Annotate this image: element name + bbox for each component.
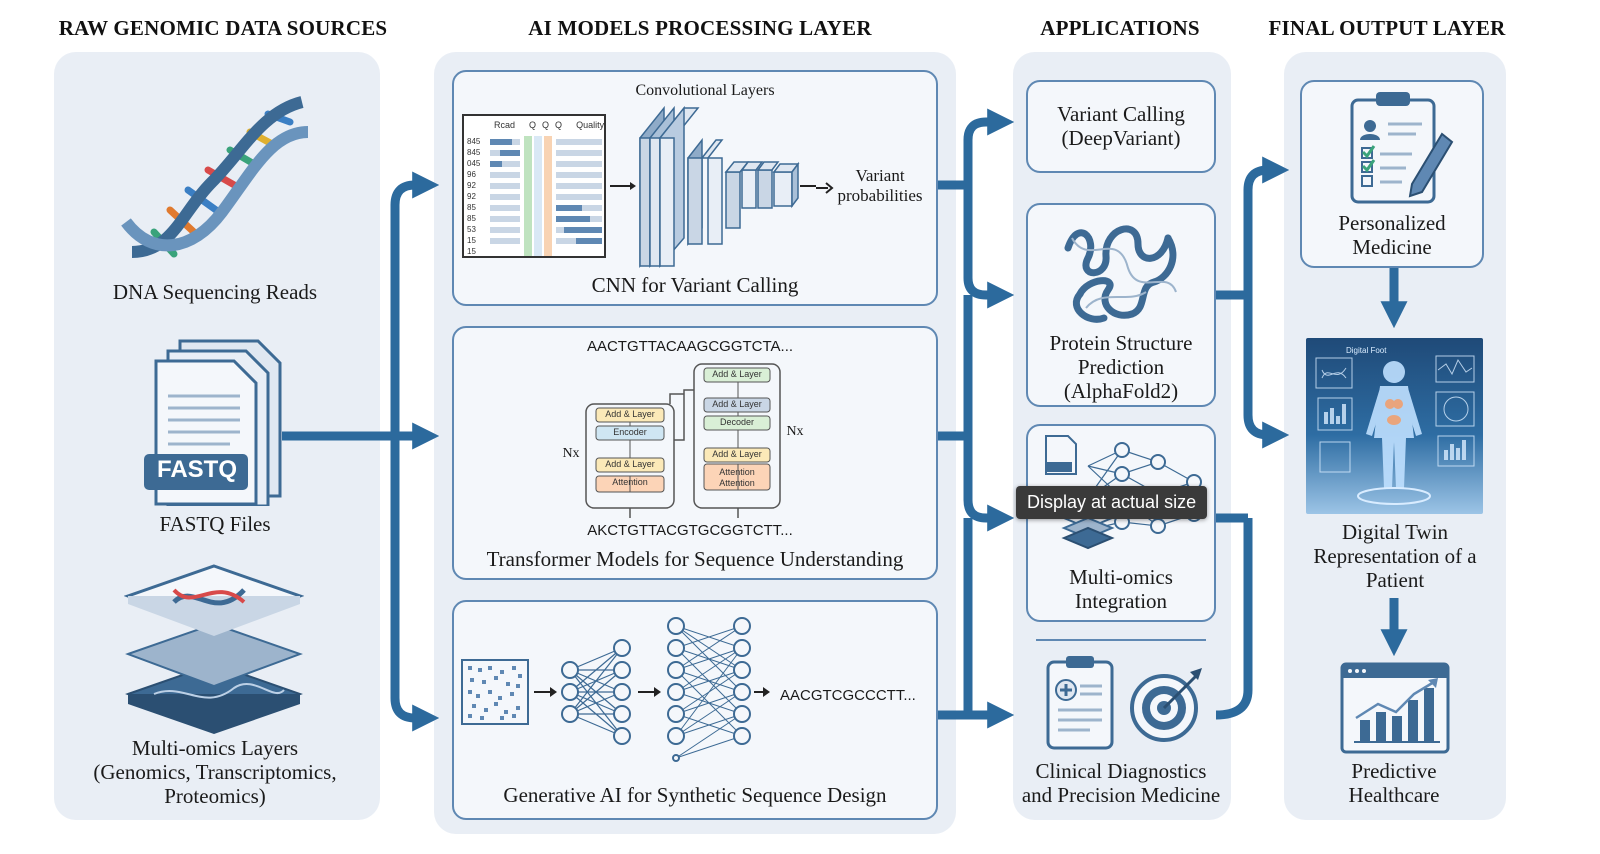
- personalized-medicine-line2: Medicine: [1352, 235, 1432, 259]
- arrow-to-personalized: [1243, 156, 1290, 295]
- predictive-healthcare-line2: Healthcare: [1348, 783, 1440, 807]
- output-sequence: AKCTGTTACGTGCGGTCTT...: [587, 522, 793, 539]
- predictive-chart-icon: [1340, 662, 1450, 754]
- table-header-q1: Q: [529, 120, 537, 130]
- table-row-id: 96: [467, 170, 476, 179]
- dec-attention: Attention Attention: [719, 467, 755, 488]
- generative-title: Generative AI for Synthetic Sequence Des…: [503, 783, 887, 807]
- digital-twin-line1: Digital Twin: [1341, 520, 1449, 544]
- personalized-medicine-line1: Personalized: [1338, 211, 1446, 235]
- protein-structure-box: [1026, 203, 1216, 407]
- decoder-block-labels: Add & Layer Add & Layer Decoder Add & La…: [704, 369, 770, 489]
- dec-decoder: Decoder: [719, 417, 755, 427]
- fastq-badge-label: FASTQ: [156, 456, 237, 483]
- table-header-read: Rcad: [494, 120, 516, 130]
- table-row-id: 92: [467, 181, 476, 190]
- multiomics-label-line2: (Genomics, Transcriptomics,: [93, 760, 337, 784]
- target-icon: [1130, 668, 1202, 742]
- protein-structure-line1: Protein Structure: [1049, 331, 1193, 355]
- enc-add-layer-top: Add & Layer: [605, 409, 655, 419]
- variant-probabilities-line2: probabilities: [837, 186, 923, 205]
- convolutional-layers-icon: [610, 105, 816, 268]
- generative-box: [452, 600, 938, 820]
- arrow-to-digital-twin: [1243, 295, 1290, 449]
- encoder-block-labels: Add & Layer Encoder Add & Layer Attentio…: [596, 409, 664, 487]
- fastq-files-icon: [144, 339, 282, 506]
- arrow-to-generative: [390, 436, 440, 732]
- dec-add-layer-1: Add & Layer: [712, 369, 762, 379]
- arrow-clinical-out: [1215, 518, 1253, 720]
- clinical-clipboard-icon: [1046, 656, 1114, 750]
- table-row-id: 845: [467, 148, 481, 157]
- table-row-id: 15: [467, 236, 476, 245]
- deep-network-icon: [667, 617, 770, 762]
- arrow-to-cnn: [390, 171, 440, 436]
- dec-add-layer-3: Add & Layer: [712, 449, 762, 459]
- variant-calling-line2: (DeepVariant): [1061, 126, 1181, 150]
- transformer-architecture-icon: [585, 363, 781, 518]
- digital-twin-line2: Representation of a: [1313, 544, 1477, 568]
- protein-structure-line2: Prediction: [1077, 355, 1165, 379]
- personalized-medicine-clipboard-icon: [1350, 92, 1454, 204]
- clinical-line1: Clinical Diagnostics: [1035, 759, 1207, 783]
- column-title-final: FINAL OUTPUT LAYER: [1268, 16, 1506, 40]
- clinical-line2: and Precision Medicine: [1021, 783, 1221, 807]
- input-sequence: AACTGTTACAAGCGGTCTA...: [586, 338, 794, 355]
- digital-twin-header: Digital Foot: [1346, 346, 1387, 355]
- arrow-to-variant-calling: [963, 108, 1015, 185]
- variant-calling-box: [1026, 80, 1216, 173]
- conv-layers-label: Convolutional Layers: [635, 82, 775, 99]
- dna-helix-icon: [121, 96, 309, 258]
- digital-twin-line3: Patient: [1365, 568, 1425, 592]
- protein-structure-icon: [1064, 225, 1177, 323]
- table-row-id: 15: [467, 247, 476, 256]
- predictive-healthcare-line1: Predictive: [1351, 759, 1437, 783]
- column-title-ai: AI MODELS PROCESSING LAYER: [528, 16, 872, 40]
- table-row-id: 53: [467, 225, 476, 234]
- column-title-raw: RAW GENOMIC DATA SOURCES: [58, 16, 388, 40]
- nx-right-label: Nx: [786, 424, 804, 439]
- multiomics-integration-line1: Multi-omics: [1069, 565, 1173, 589]
- table-header-q3: Q: [555, 120, 563, 130]
- column-title-applications: APPLICATIONS: [1040, 16, 1200, 40]
- enc-encoder: Encoder: [613, 427, 647, 437]
- transformer-title: Transformer Models for Sequence Understa…: [486, 547, 904, 571]
- table-row-id: 845: [467, 137, 481, 146]
- multiomics-integration-line2: Integration: [1074, 589, 1168, 613]
- human-body-icon: [1315, 355, 1475, 505]
- generative-network-icon: [461, 639, 661, 745]
- table-row-id: 92: [467, 192, 476, 201]
- protein-structure-line3: (AlphaFold2): [1063, 379, 1179, 403]
- display-actual-size-tooltip[interactable]: Display at actual size: [1016, 486, 1208, 519]
- enc-attention: Attention: [612, 477, 648, 487]
- enc-add-layer-bottom: Add & Layer: [605, 459, 655, 469]
- cnn-title: CNN for Variant Calling: [591, 273, 799, 297]
- multiomics-layers-icon: [124, 564, 304, 734]
- multiomics-label-line3: Proteomics): [164, 784, 266, 808]
- variant-probabilities-line1: Variant: [855, 166, 905, 185]
- fastq-files-label: FASTQ Files: [159, 512, 271, 536]
- table-row-id: 85: [467, 203, 476, 212]
- read-bars-icon: [490, 136, 602, 256]
- table-row-id: 045: [467, 159, 481, 168]
- generated-sequence: AACGTCGCCCTT...: [780, 687, 916, 704]
- dna-sequencing-label: DNA Sequencing Reads: [112, 280, 318, 304]
- table-row-id: 85: [467, 214, 476, 223]
- arrow-to-probabilities-icon: [816, 182, 834, 194]
- dec-add-layer-2: Add & Layer: [712, 399, 762, 409]
- read-quality-table: Rcad Q Q Q Quality 845 845 045 96 92 92 …: [462, 114, 606, 258]
- table-header-q2: Q: [542, 120, 550, 130]
- table-header-quality: Quality: [576, 120, 605, 130]
- variant-calling-line1: Variant Calling: [1057, 102, 1185, 126]
- arrow-to-protein: [963, 185, 1015, 309]
- multiomics-label-line1: Multi-omics Layers: [131, 736, 299, 760]
- nx-left-label: Nx: [562, 446, 580, 461]
- arrow-transformer-out: [938, 431, 1015, 532]
- digital-twin-image: Digital Foot: [1306, 338, 1483, 514]
